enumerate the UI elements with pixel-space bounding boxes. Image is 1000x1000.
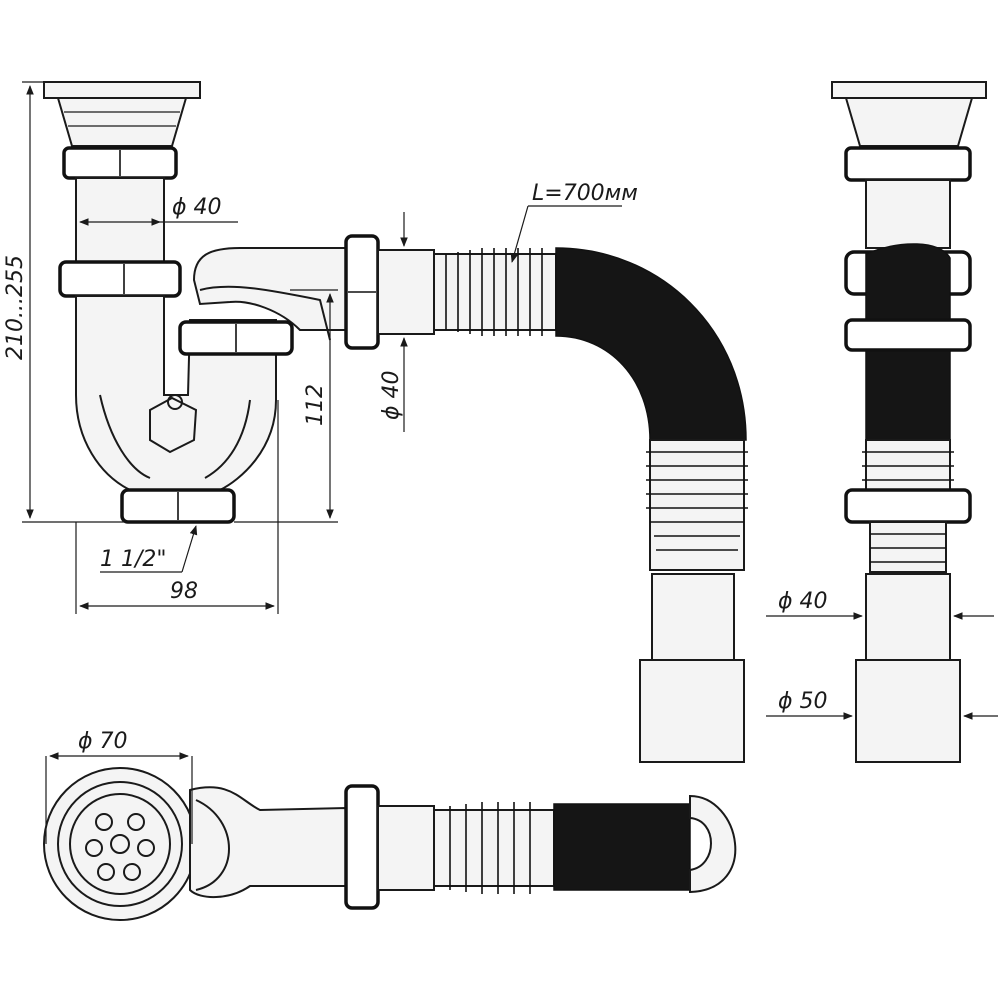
hose-corrugated-start [433, 248, 557, 336]
dimension-lines [22, 81, 998, 844]
side-view [831, 81, 987, 763]
right-diameter-40-label: ϕ 40 [778, 589, 828, 614]
side-outlet-40 [865, 573, 951, 661]
top-view-hose [553, 803, 691, 891]
top-view [43, 767, 737, 921]
strainer-holes [85, 813, 155, 881]
hose-outlet-40 [651, 573, 735, 661]
trap-height-label: 112 [303, 384, 328, 426]
flexible-hose [433, 247, 748, 763]
strainer-diameter-label: ϕ 70 [78, 729, 128, 754]
width-label: 98 [170, 579, 198, 604]
middle-nut [58, 260, 182, 298]
thread-label: 1 1/2" [100, 547, 167, 572]
height-range-label: 210...255 [3, 255, 28, 360]
inlet-pipe [75, 177, 165, 263]
strainer-flange [43, 81, 201, 99]
strainer-top-outer [43, 767, 197, 921]
hose-length-label: L=700мм [532, 181, 638, 206]
strainer-body [56, 97, 188, 147]
hose-corrugated-end [646, 439, 748, 571]
inlet-diameter-label: ϕ 40 [172, 195, 222, 220]
side-outlet-diameter-label: ϕ 40 [379, 371, 404, 421]
hose-flex-bend [555, 247, 747, 441]
right-diameter-50-label: ϕ 50 [778, 689, 828, 714]
hose-outlet-50 [639, 659, 745, 763]
front-view [43, 81, 435, 524]
top-view-nut [344, 784, 380, 910]
side-elbow [192, 247, 347, 331]
side-outlet-50 [855, 659, 961, 763]
